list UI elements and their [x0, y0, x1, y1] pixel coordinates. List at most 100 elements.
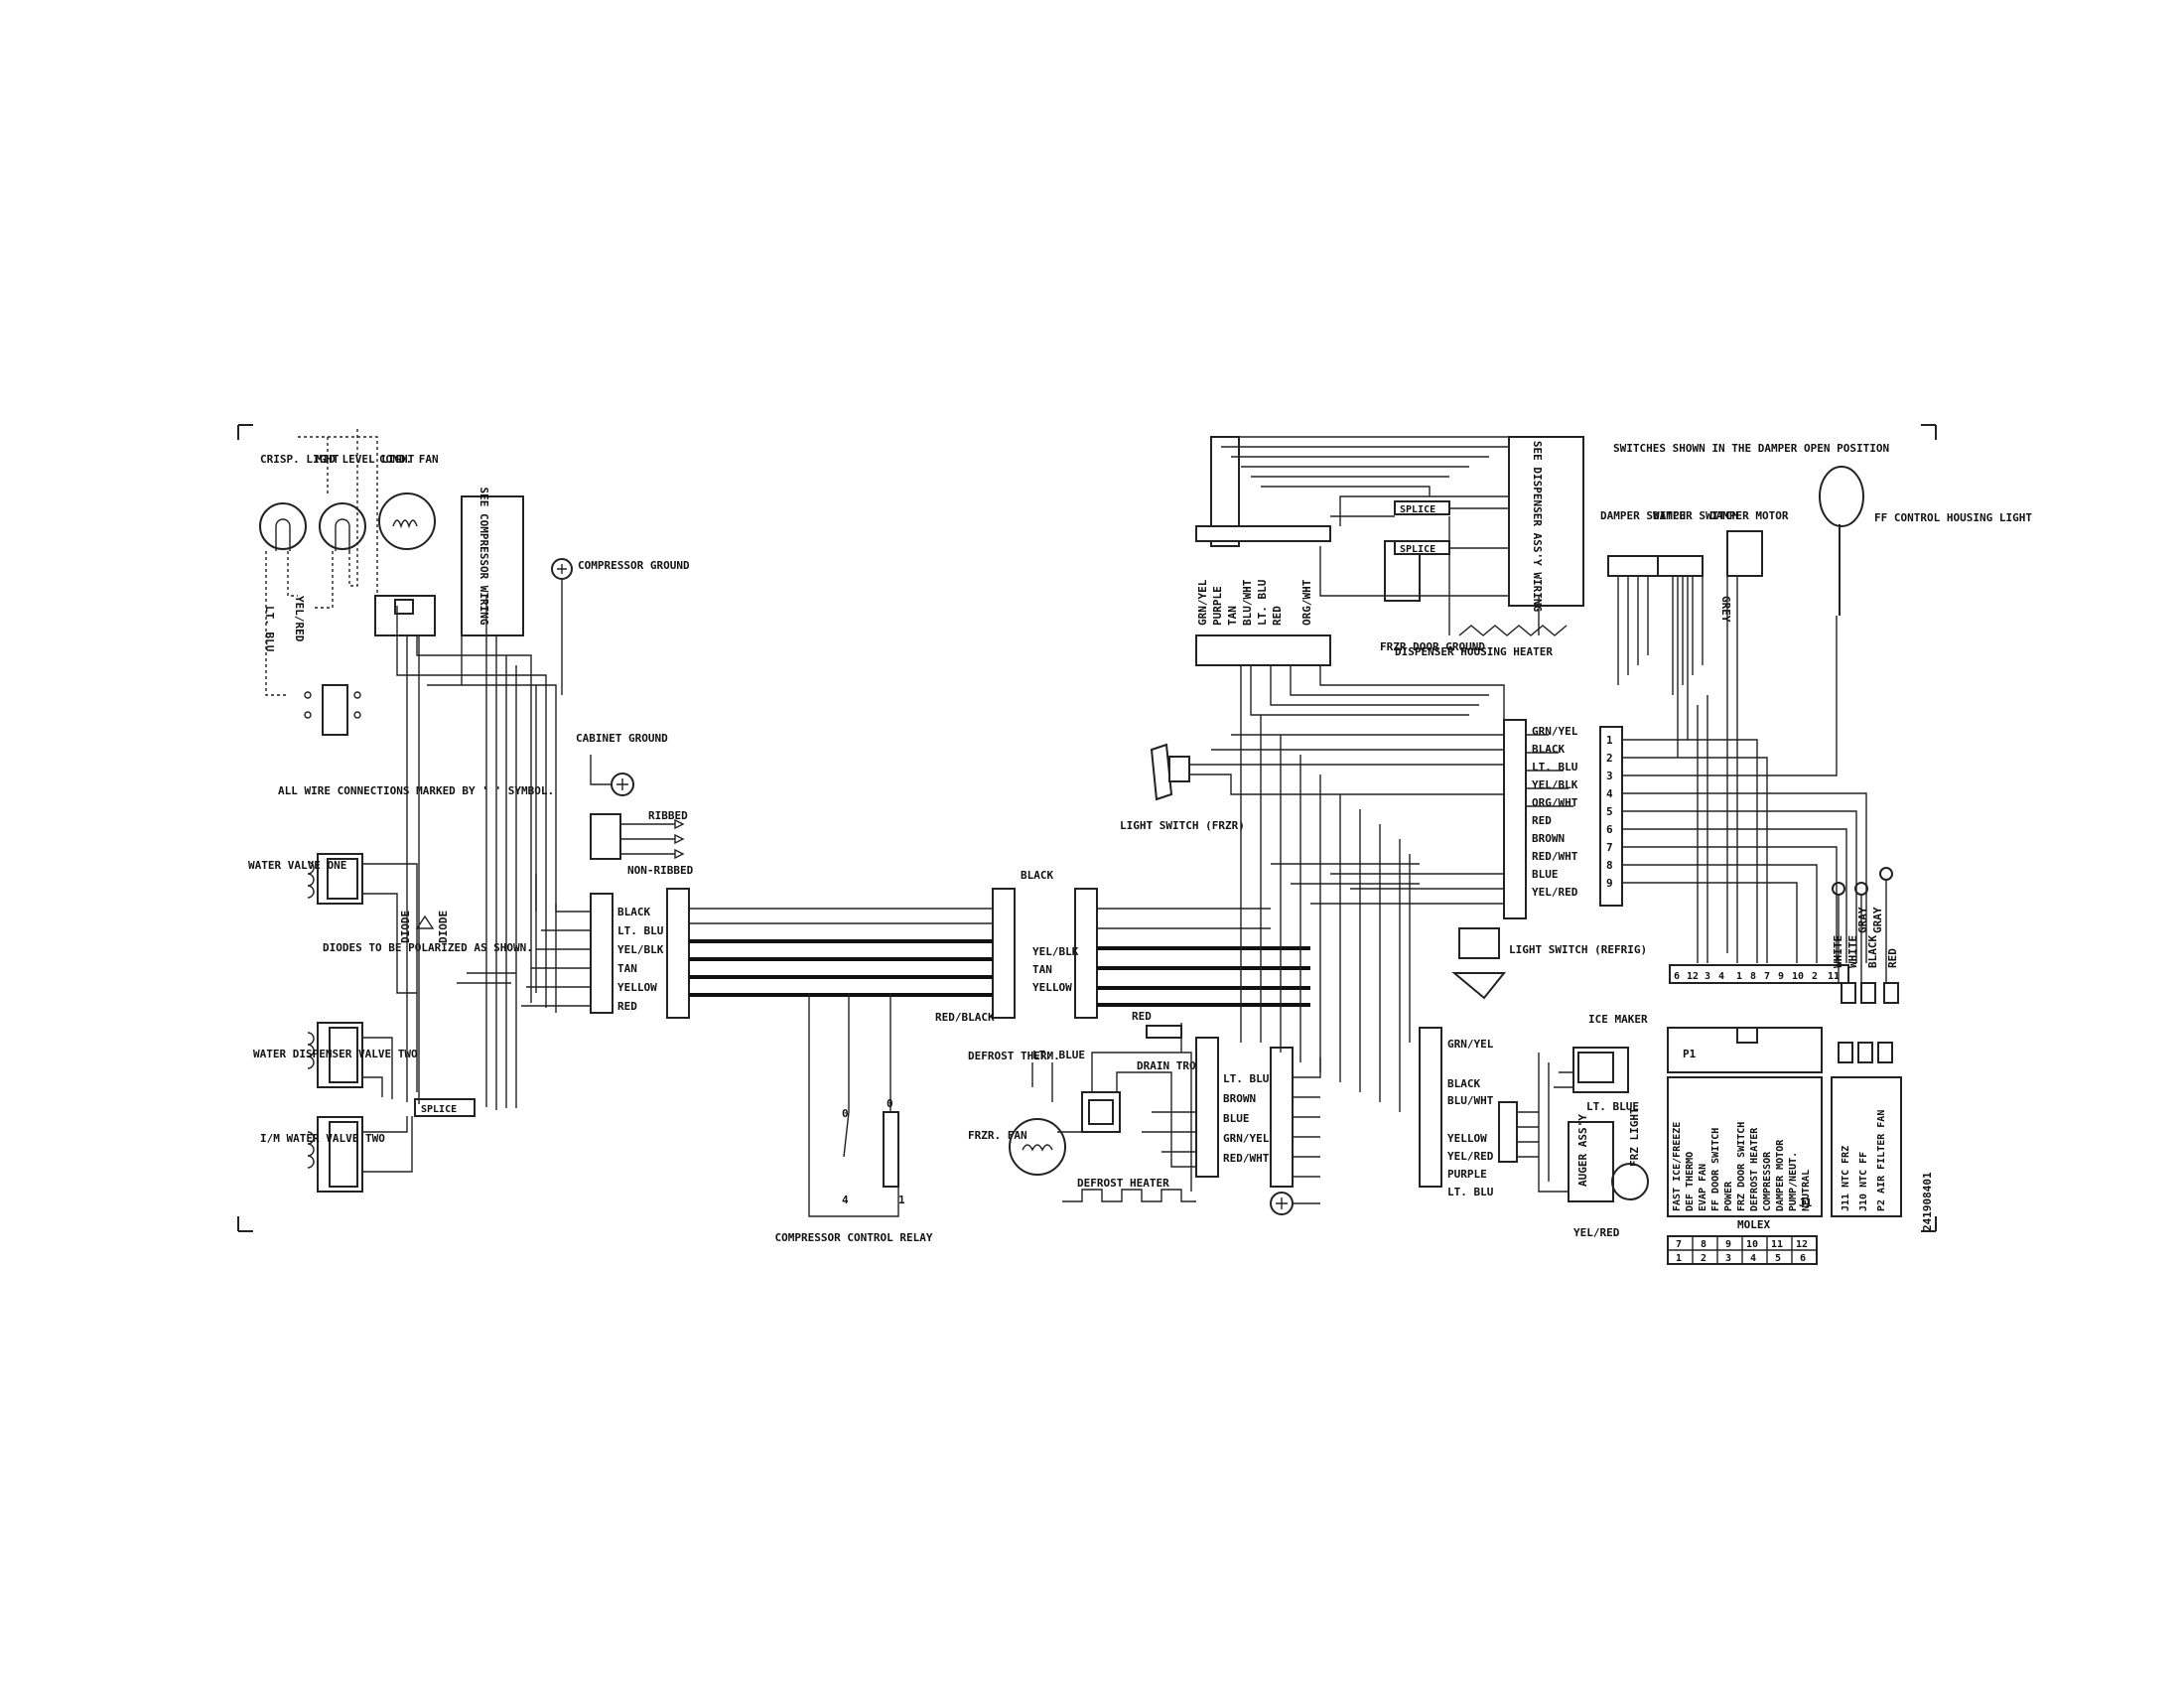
mid-level-light-label: MID LEVEL LIGHT	[316, 453, 415, 466]
pin-2: 2	[1606, 752, 1613, 765]
upper-harness-labels: GRN/YEL PURPLE TAN BLU/WHT LT. BLU RED O…	[1196, 579, 1313, 626]
p1-func-6: DEFROST HEATER	[1749, 1127, 1760, 1211]
pin-3: 3	[1606, 770, 1613, 782]
upper-wire-3: BLU/WHT	[1241, 579, 1254, 626]
right-wire-2: LT. BLU	[1532, 761, 1578, 774]
upper-wire-6: ORG/WHT	[1300, 579, 1313, 626]
light-switch-refrig	[1451, 927, 1507, 1000]
molex-bottom-4: 5	[1775, 1253, 1781, 1264]
ff-control-housing-light	[1819, 466, 1864, 616]
bpin-2: 3	[1705, 971, 1710, 982]
grey-label: GREY	[1719, 596, 1732, 623]
red-label-right: RED	[1886, 948, 1899, 968]
all-wire-connections-label: ALL WIRE CONNECTIONS MARKED BY ' ' SYMBO…	[278, 784, 554, 797]
relay-0-right: 0	[887, 1097, 893, 1110]
j-label-2: P2 AIR FILTER FAN	[1876, 1110, 1887, 1211]
part-number: 241908401	[1921, 1172, 1934, 1231]
left-harness-labels: BLACK LT. BLU YEL/BLK TAN YELLOW RED	[617, 906, 664, 1013]
molex-top-1: 8	[1701, 1239, 1706, 1250]
right-wire-5: RED	[1532, 814, 1552, 827]
p1-func-8: DAMPER MOTOR	[1775, 1139, 1786, 1211]
p1-func-0: FAST ICE/FREEZE	[1672, 1122, 1683, 1211]
pin-5: 5	[1606, 805, 1613, 818]
j-labels: J11 NTC FRZ J10 NTC FF P2 AIR FILTER FAN	[1841, 1110, 1887, 1211]
right-harness-labels: GRN/YEL BLACK LT. BLU YEL/BLK ORG/WHT RE…	[1532, 725, 1578, 899]
icemaker-harness-labels: GRN/YEL BLACK BLU/WHT YELLOW YEL/RED PUR…	[1447, 1038, 1494, 1198]
molex-bottom-1: 2	[1701, 1253, 1706, 1264]
p1-func-5: FRZ DOOR SWITCH	[1736, 1122, 1747, 1211]
bpin-6: 7	[1764, 971, 1770, 982]
upper-wire-4: LT. BLU	[1256, 579, 1269, 626]
molex-top-3: 10	[1746, 1239, 1758, 1250]
diode-symbol	[415, 914, 435, 929]
frzr-fan-label: FRZR. FAN	[968, 1129, 1027, 1142]
diode-label-2: DIODE	[437, 911, 450, 943]
defrost-therm-label: DEFROST THERM.	[968, 1050, 1060, 1062]
p1-func-9: PUMP/NEUT.	[1788, 1152, 1799, 1211]
black-label-right: BLACK	[1866, 935, 1879, 968]
light-switch-frzr	[1150, 743, 1190, 801]
molex-bottom-3: 4	[1750, 1253, 1756, 1264]
defrost-heater-element	[1062, 1189, 1196, 1202]
j-connector-panel	[1831, 1076, 1902, 1217]
frame-corners	[237, 424, 1937, 1232]
lt-blue-defrost-label: LT. BLUE	[1032, 1049, 1085, 1061]
frz-light-label: FRZ LIGHT	[1628, 1107, 1641, 1167]
icemaker-wire-6: LT. BLU	[1447, 1186, 1494, 1198]
molex-bottom-2: 3	[1725, 1253, 1731, 1264]
upper-wire-2: TAN	[1226, 606, 1239, 626]
compressor-control-relay: 0 0 4 1	[808, 993, 905, 1217]
p1-function-labels: FAST ICE/FREEZE DEF THERMO EVAP FAN FF D…	[1672, 1122, 1812, 1211]
auger-assembly: AUGER ASS'Y	[1568, 1114, 1614, 1202]
p1-func-3: FF DOOR SWITCH	[1710, 1128, 1721, 1211]
water-valve-one-label: WATER VALVE ONE	[248, 859, 346, 872]
p1-func-10: NEUTRAL	[1801, 1170, 1812, 1211]
damper-switch-2-label: DAMPER SWITCH	[1653, 509, 1738, 522]
water-dispenser-valve-two-label: WATER DISPENSER VALVE TWO	[253, 1048, 418, 1060]
compressor-wiring-box: SEE COMPRESSOR WIRING	[461, 487, 524, 636]
p1-func-4: POWER	[1723, 1181, 1734, 1211]
right-wire-7: RED/WHT	[1532, 850, 1578, 863]
relay-4: 4	[842, 1194, 849, 1206]
left-harness-wire-1: LT. BLU	[617, 924, 664, 937]
compressor-ground-label: COMPRESSOR GROUND	[578, 559, 690, 572]
upper-connector-2	[1195, 634, 1331, 666]
right-wire-9: YEL/RED	[1532, 886, 1578, 899]
drain-trough-connector	[1146, 1025, 1182, 1039]
molex-top-5: 12	[1796, 1239, 1808, 1250]
light-switch-frzr-label: LIGHT SWITCH (FRZR)	[1120, 819, 1245, 832]
cabinet-ground-label: CABINET GROUND	[576, 732, 668, 745]
white-label-2: WHITE	[1846, 935, 1859, 968]
pin-4: 4	[1606, 787, 1613, 800]
yel-red-icemaker-label: YEL/RED	[1573, 1226, 1620, 1239]
white-label-1: WHITE	[1832, 935, 1844, 968]
lt-blu-vertical-label: LT. BLU	[263, 606, 276, 652]
molex-top-4: 11	[1771, 1239, 1783, 1250]
splice-box-left	[414, 1098, 476, 1117]
p1-func-7: COMPRESSOR	[1762, 1151, 1773, 1211]
icemaker-wire-0: GRN/YEL	[1447, 1038, 1494, 1051]
p1-function-panel	[1667, 1076, 1823, 1217]
thermistor-connectors	[1832, 867, 1899, 1004]
left-harness-connector	[590, 893, 614, 1014]
ribbed-connector	[590, 813, 621, 860]
non-ribbed-label: NON-RIBBED	[627, 864, 694, 877]
pin-7: 7	[1606, 841, 1613, 854]
compressor-control-relay-label: COMPRESSOR CONTROL RELAY	[775, 1231, 933, 1244]
upper-wire-0: GRN/YEL	[1196, 579, 1209, 626]
right-wire-8: BLUE	[1532, 868, 1559, 881]
bottom-pin-connector	[1669, 964, 1849, 984]
frzr-door-ground-label: FRZR DOOR GROUND	[1380, 640, 1485, 653]
right-wire-0: GRN/YEL	[1532, 725, 1578, 738]
left-harness-wire-2: YEL/BLK	[617, 943, 664, 956]
splice-upper-2-label: SPLICE	[1400, 544, 1435, 555]
bpin-5: 8	[1750, 971, 1756, 982]
bpin-3: 4	[1718, 971, 1724, 982]
water-valve-one	[307, 853, 363, 905]
far-harness-connector	[1074, 888, 1098, 1019]
splice-left-label: SPLICE	[421, 1104, 457, 1115]
molex-bottom-0: 1	[1676, 1253, 1682, 1264]
damper-switch-1-label: DAMPER SWITCH	[1600, 509, 1686, 522]
right-harness-connector	[1503, 719, 1527, 919]
cabinet-ground	[590, 755, 634, 796]
